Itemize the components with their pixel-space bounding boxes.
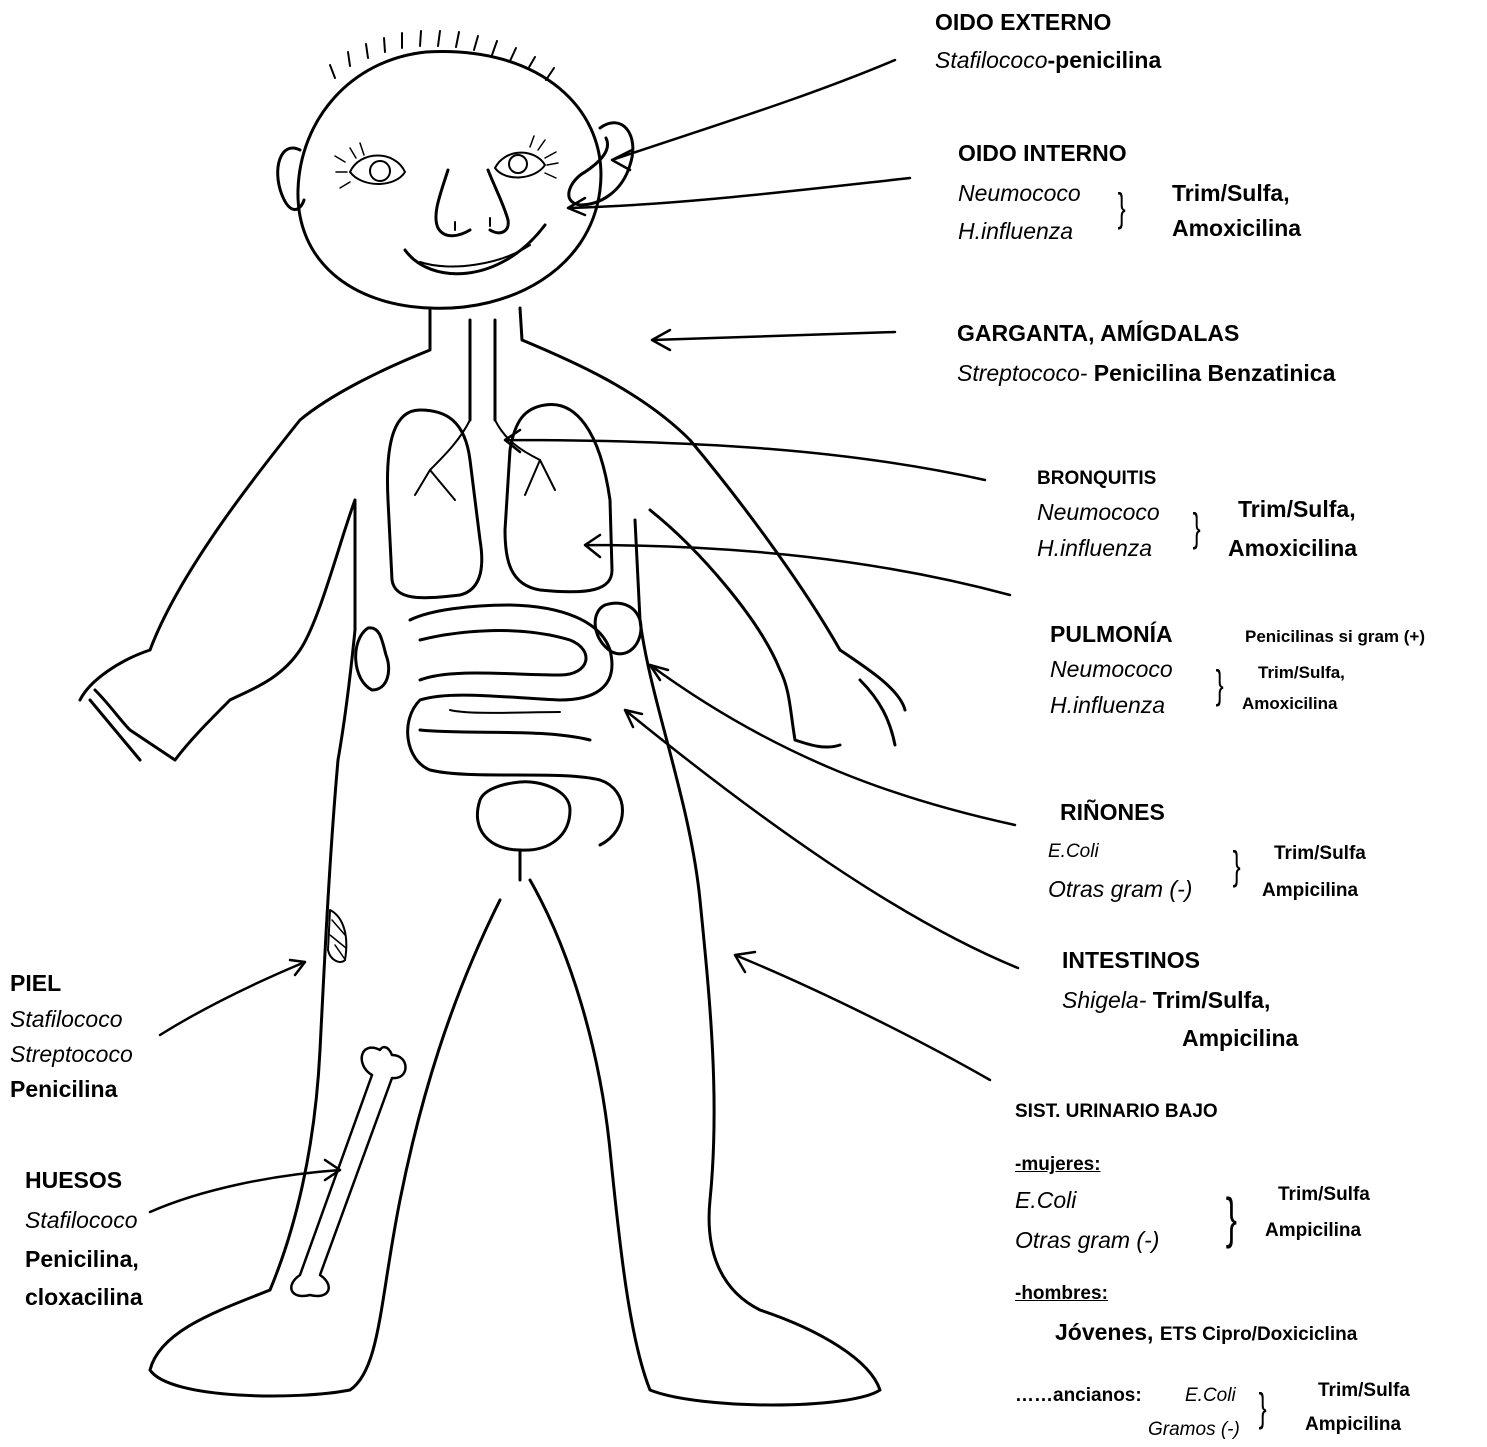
huesos-drug-2: cloxacilina [25,1280,143,1314]
huesos-title: HUESOS [25,1163,122,1197]
head [278,31,633,308]
bronquitis-organism-2: H.influenza [1037,531,1152,565]
oido-interno-drug-2: Amoxicilina [1172,211,1301,245]
urinario-mujeres-drug-1: Trim/Sulfa [1278,1178,1370,1212]
urinario-hombres-ets: ETS Cipro/Doxiciclina [1160,1324,1357,1345]
intestinos-organism: Shigela- [1062,987,1146,1013]
oido-externo-treatment: Stafilococo-penicilina [935,43,1161,77]
intestinos-treatment: Shigela- Trim/Sulfa, [1062,983,1270,1017]
garganta-treatment: Streptococo- Penicilina Benzatinica [957,356,1335,390]
oido-externo-organism: Stafilococo [935,47,1048,73]
oido-interno-drug-1: Trim/Sulfa, [1172,176,1290,210]
brace: } [1216,665,1224,705]
pulmonia-title: PULMONÍA [1050,617,1173,651]
piel-organism-1: Stafilococo [10,1002,123,1036]
pulmonia-organism-2: H.influenza [1050,688,1165,722]
garganta-organism: Streptococo- [957,360,1087,386]
brace: } [1233,846,1241,886]
oido-interno-title: OIDO INTERNO [958,136,1127,170]
oido-interno-organism-2: H.influenza [958,214,1073,248]
rinones-drug-2: Ampicilina [1262,874,1358,908]
brace: } [1226,1190,1237,1246]
urinario-mujeres-drug-2: Ampicilina [1265,1214,1361,1248]
garganta-drug: Penicilina Benzatinica [1094,360,1336,386]
urinario-hombres-treatment: Jóvenes, ETS Cipro/Doxiciclina [1055,1315,1357,1352]
urinario-ancianos-drug-1: Trim/Sulfa [1318,1374,1410,1408]
brace: } [1259,1388,1267,1428]
pulmonia-drug-1: Trim/Sulfa, [1258,656,1345,690]
legs [150,760,880,1405]
intestinos-drug-1: Trim/Sulfa, [1153,987,1271,1013]
rinones-organism-2: Otras gram (-) [1048,872,1192,906]
urinario-hombres-jovenes: Jóvenes, [1055,1319,1153,1345]
bronquitis-organism-1: Neumococo [1037,495,1160,529]
urinario-mujeres-organism-1: E.Coli [1015,1183,1076,1217]
intestinos-title: INTESTINOS [1062,943,1200,977]
bronquitis-title: BRONQUITIS [1037,462,1156,496]
bronquitis-drug-1: Trim/Sulfa, [1238,492,1356,526]
pulmonia-drug-2: Amoxicilina [1242,687,1337,721]
torso [150,308,840,900]
rinones-drug-1: Trim/Sulfa [1274,837,1366,871]
urinario-ancianos-drug-2: Ampicilina [1305,1408,1401,1442]
intestinos-drug-2: Ampicilina [1182,1021,1298,1055]
oido-externo-title: OIDO EXTERNO [935,5,1111,39]
pulmonia-note: Penicilinas si gram (+) [1245,620,1425,654]
oido-externo-drug: -penicilina [1048,47,1162,73]
urinario-title: SIST. URINARIO BAJO [1015,1095,1218,1129]
garganta-title: GARGANTA, AMÍGDALAS [957,316,1239,350]
urinario-mujeres-organism-2: Otras gram (-) [1015,1223,1159,1257]
piel-organism-2: Streptococo [10,1037,133,1071]
urinario-mujeres-heading: -mujeres: [1015,1148,1101,1182]
piel-title: PIEL [10,966,61,1000]
urinario-hombres-heading: -hombres: [1015,1277,1108,1311]
huesos-organism: Stafilococo [25,1203,138,1237]
urinario-ancianos-organism-2: Gramos (-) [1148,1413,1240,1447]
oido-interno-organism-1: Neumococo [958,176,1081,210]
pointer-arrows [150,60,1018,1212]
piel-drug: Penicilina [10,1072,117,1106]
urinario-ancianos-label: ……ancianos: [1015,1379,1142,1413]
bronquitis-drug-2: Amoxicilina [1228,531,1357,565]
brace: } [1193,508,1201,548]
brace: } [1118,188,1126,228]
urinario-ancianos-organism-1: E.Coli [1185,1379,1236,1413]
pulmonia-organism-1: Neumococo [1050,652,1173,686]
rinones-title: RIÑONES [1060,795,1165,829]
rinones-organism-1: E.Coli [1048,835,1099,869]
huesos-drug-1: Penicilina, [25,1242,139,1276]
